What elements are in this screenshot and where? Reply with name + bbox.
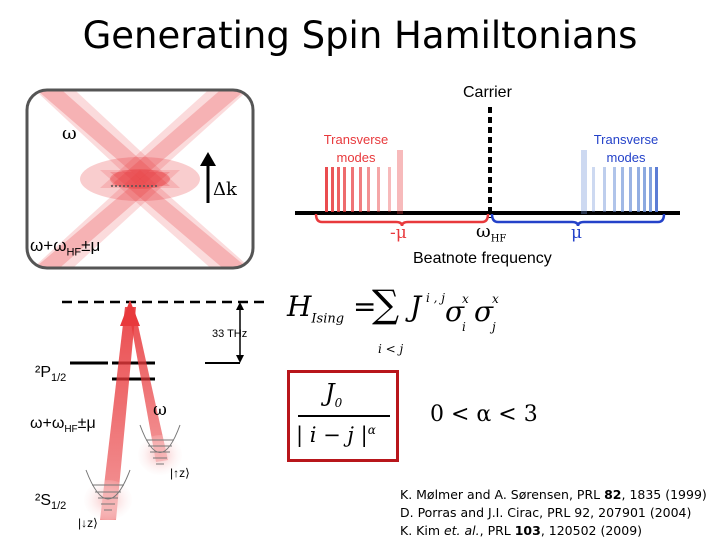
ket-down-label: |↓z⟩	[78, 516, 98, 530]
h-ising-equation: HIsing =	[287, 290, 377, 327]
reference-3: K. Kim et. al., PRL 103, 120502 (2009)	[400, 523, 643, 538]
coupling-j: J	[410, 290, 422, 323]
raman-beams	[100, 300, 168, 520]
references: K. Mølmer and A. Sørensen, PRL 82, 1835 …	[400, 486, 707, 540]
omega-label-trap: ω	[62, 123, 77, 144]
ion-chain	[111, 185, 157, 187]
red-laser-detuning-bar	[397, 150, 403, 214]
reference-1: K. Mølmer and A. Sørensen, PRL 82, 1835 …	[400, 487, 707, 502]
ket-up-label: |↑z⟩	[170, 466, 190, 480]
sigma-i-sub: i	[462, 320, 466, 334]
reference-2: D. Porras and J.I. Cirac, PRL 92, 207901…	[400, 505, 692, 520]
omega-label-levels: ω	[153, 400, 167, 420]
blue-sideband-modes	[592, 167, 658, 212]
omega-hf-pm-mu-label-levels: ω+ωHF±μ	[30, 415, 96, 436]
thz-label: 33 THz	[212, 328, 248, 340]
coupling-j-indices: i , j	[426, 291, 446, 305]
power-law-box: J0 | i − j |α	[287, 370, 399, 462]
sum-symbol: ∑	[372, 282, 400, 326]
harmonic-well-upper	[138, 424, 182, 475]
transverse-modes-left-label: Transverse modes	[323, 132, 389, 165]
p-level-label: ²P1/2	[35, 364, 67, 385]
delta-k-arrow	[200, 152, 216, 203]
beatnote-frequency-label: Beatnote frequency	[413, 250, 552, 267]
s-level-label: ²S1/2	[35, 492, 67, 513]
harmonic-well-lower	[84, 469, 132, 520]
thz-gap-arrow	[236, 302, 244, 363]
red-sideband-modes	[325, 167, 391, 212]
crossed-beams	[27, 90, 253, 268]
j0-numerator: J0	[325, 379, 343, 410]
sigma-j-sup: x	[492, 292, 499, 306]
sum-subscript: i < j	[378, 342, 404, 356]
fraction-bar	[298, 415, 390, 417]
sigma-i-sup: x	[462, 292, 469, 306]
blue-laser-detuning-bar	[581, 150, 587, 214]
alpha-range: 0 < α < 3	[430, 402, 538, 427]
sigma-i: σ	[445, 295, 465, 328]
minus-mu-label: -μ	[390, 223, 407, 243]
mu-label: μ	[571, 223, 583, 243]
transverse-modes-right-label: Transverse modes	[593, 132, 659, 165]
omega-hf-label: ωHF	[476, 221, 507, 245]
red-detuning-bracket	[314, 213, 490, 227]
blue-detuning-bracket	[490, 213, 666, 227]
delta-k-label: Δk	[213, 179, 237, 200]
distance-denominator: | i − j |α	[296, 423, 376, 447]
carrier-label: Carrier	[463, 84, 512, 101]
omega-hf-pm-mu-label-trap: ω+ωHF±μ	[30, 236, 101, 259]
trap-frame	[25, 88, 255, 270]
sigma-j-sub: j	[492, 320, 496, 334]
slide-title: Generating Spin Hamiltonians	[82, 14, 638, 57]
sigma-j: σ	[474, 295, 494, 328]
